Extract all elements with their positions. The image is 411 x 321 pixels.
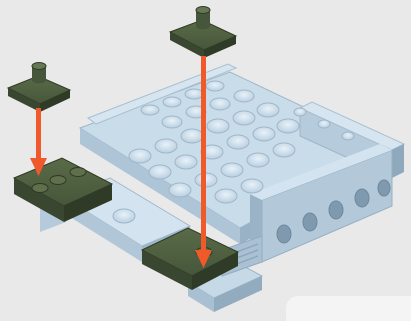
- step-card-corner: [286, 296, 411, 321]
